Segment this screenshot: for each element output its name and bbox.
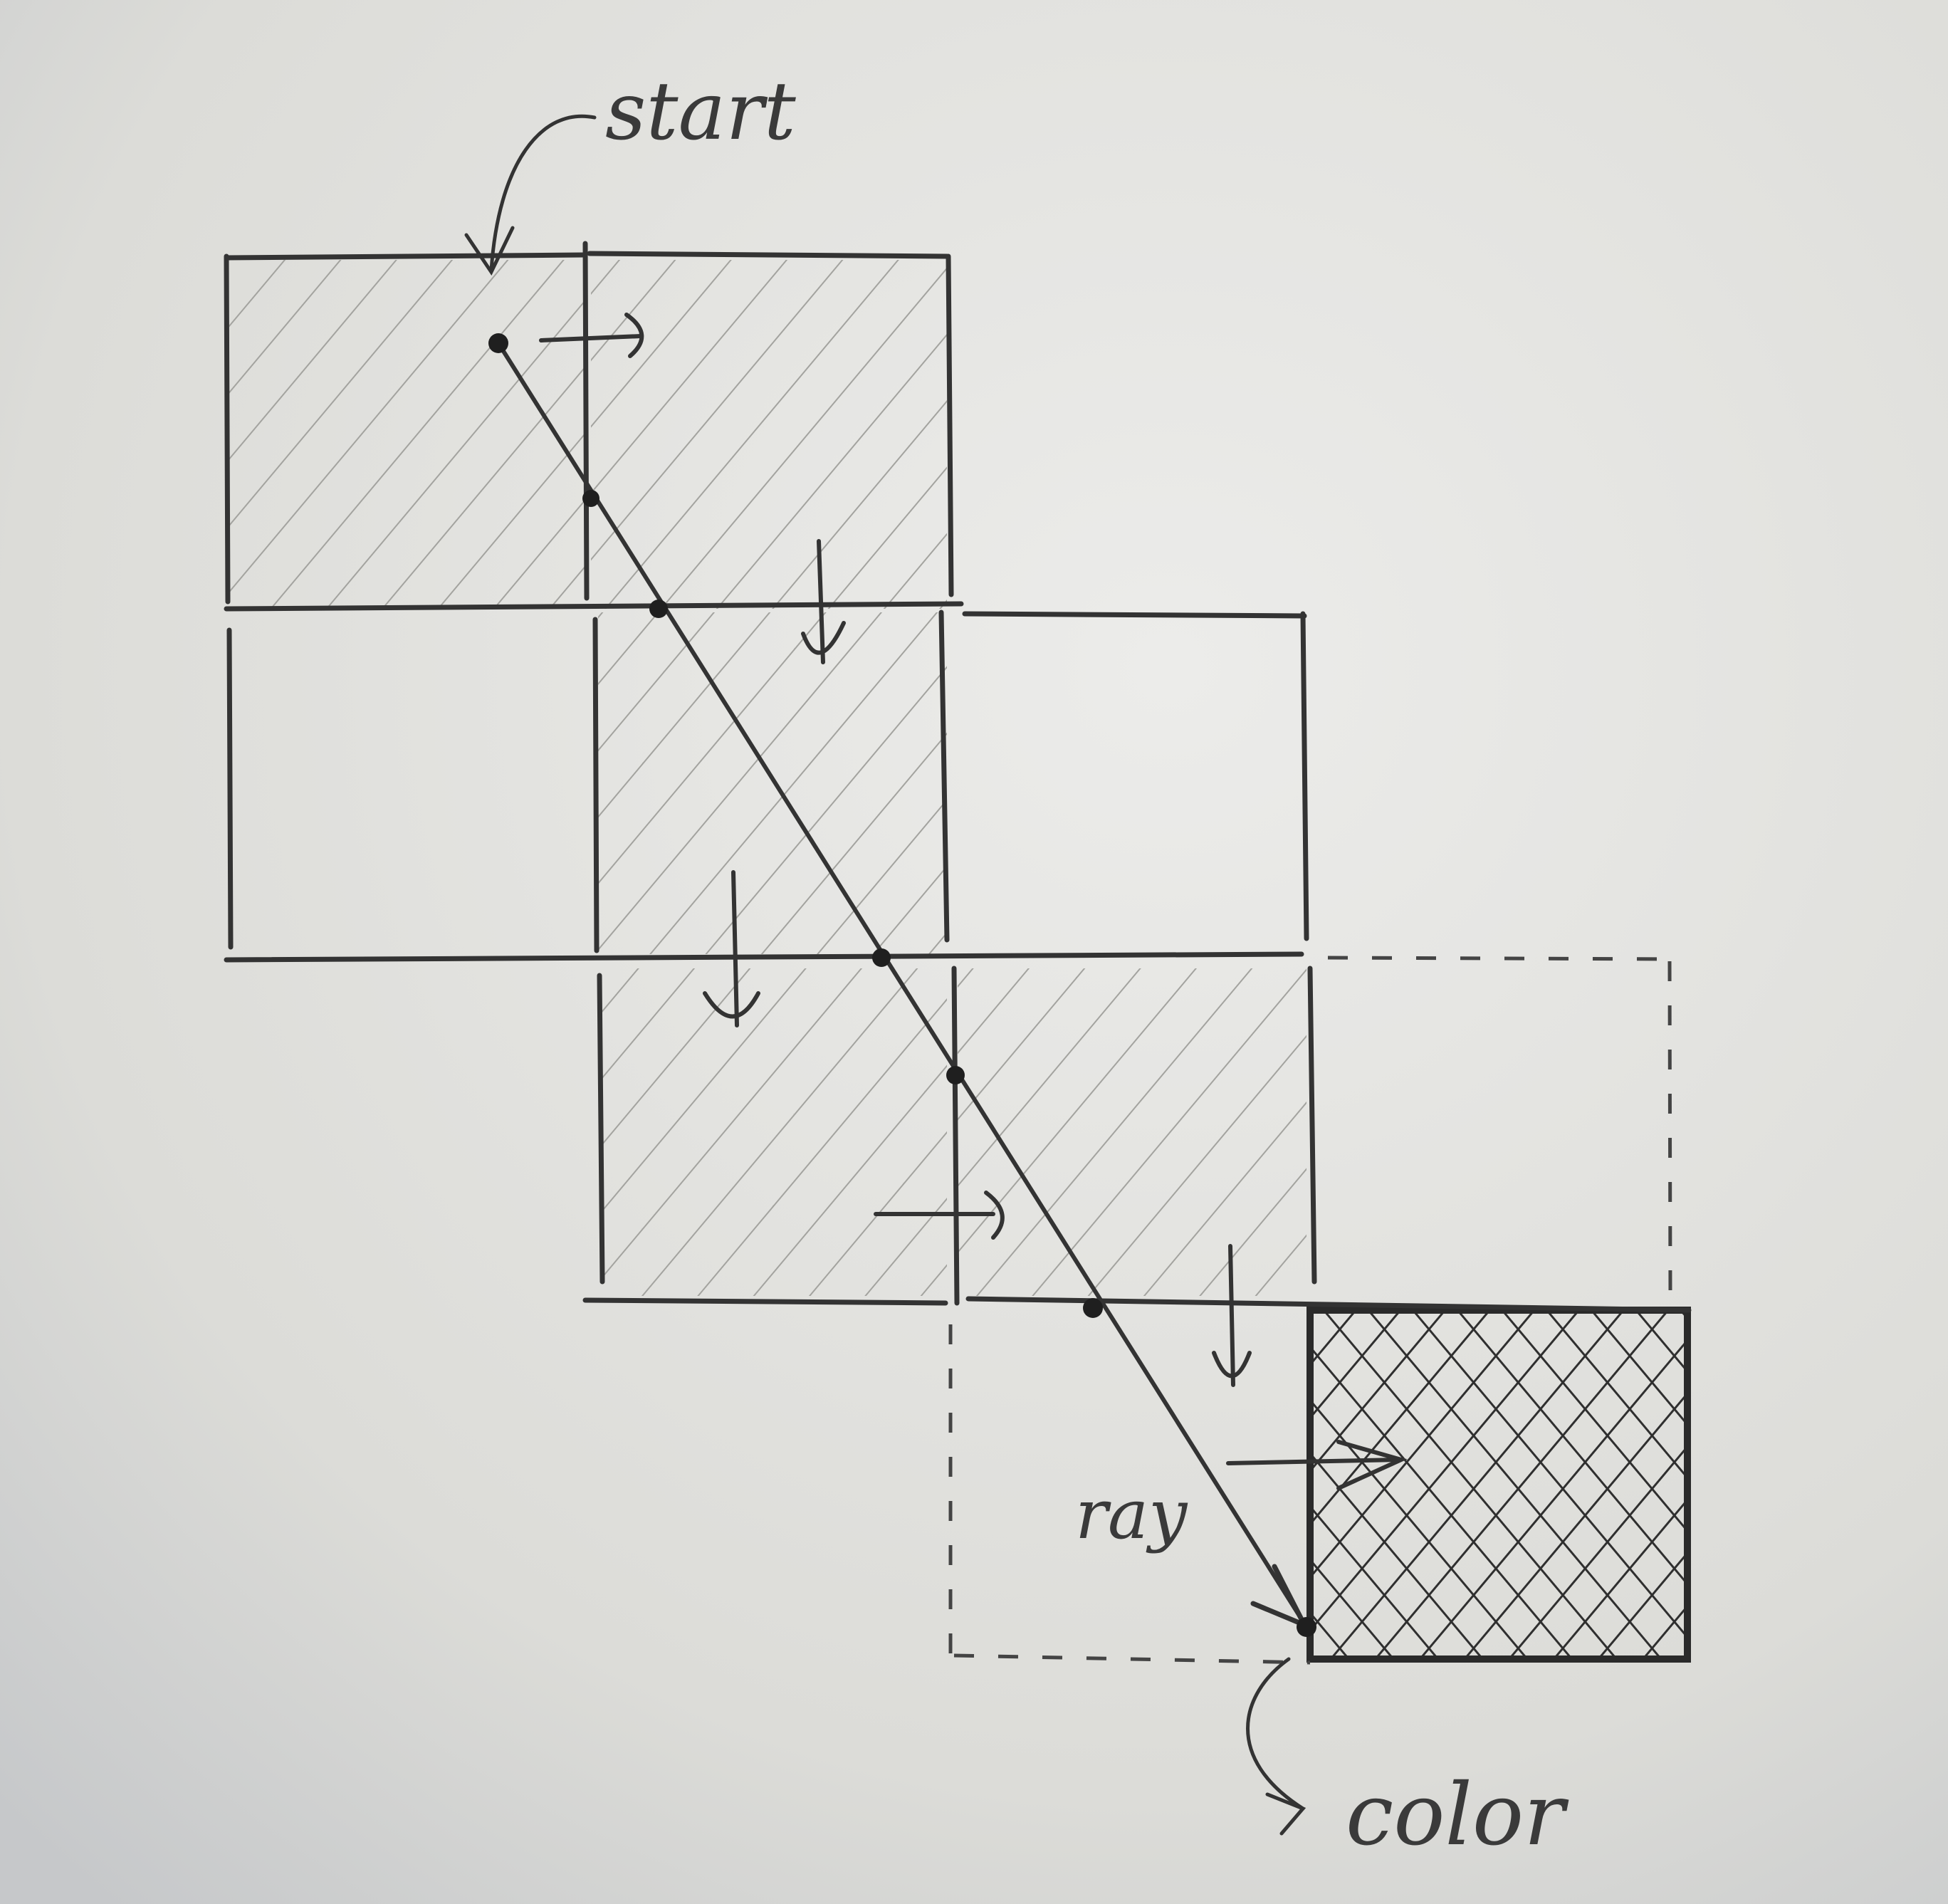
cell-2-2-hatch — [958, 968, 1306, 1296]
intersection-points — [488, 333, 1316, 1637]
crossing-point — [946, 1066, 965, 1084]
step-arrows — [539, 313, 1408, 1490]
annotation-arrows — [464, 114, 1306, 1836]
target-cell — [1306, 1307, 1691, 1663]
color-pointer — [1246, 1657, 1305, 1811]
step-arrow-right — [539, 313, 644, 358]
crossing-point — [582, 490, 599, 507]
step-arrow-down — [1212, 1244, 1252, 1387]
hatched-cells — [229, 260, 1306, 1296]
cell-1-1-hatch — [598, 612, 947, 954]
step-arrow-right — [874, 1191, 1005, 1240]
start-label: start — [605, 66, 797, 158]
step-arrow-down — [801, 539, 846, 664]
color-label: color — [1346, 1766, 1569, 1865]
labels: start ray color — [605, 66, 1569, 1865]
ray-label: ray — [1075, 1475, 1188, 1554]
start-point — [488, 333, 508, 353]
cell-1-2-hatch — [602, 968, 947, 1296]
crossing-point — [649, 600, 668, 618]
grid-lines — [224, 241, 1692, 1313]
ray-line — [496, 342, 1309, 1628]
start-pointer — [489, 114, 597, 273]
crossing-point — [1083, 1298, 1103, 1318]
step-arrow-down — [703, 870, 760, 1027]
dashed-lines — [948, 956, 1677, 1665]
cell-1-0-hatch — [591, 260, 947, 609]
hit-point — [1297, 1617, 1316, 1637]
crossing-point — [872, 948, 891, 967]
step-arrow-right — [1226, 1440, 1408, 1490]
cell-0-0-hatch — [229, 260, 585, 609]
